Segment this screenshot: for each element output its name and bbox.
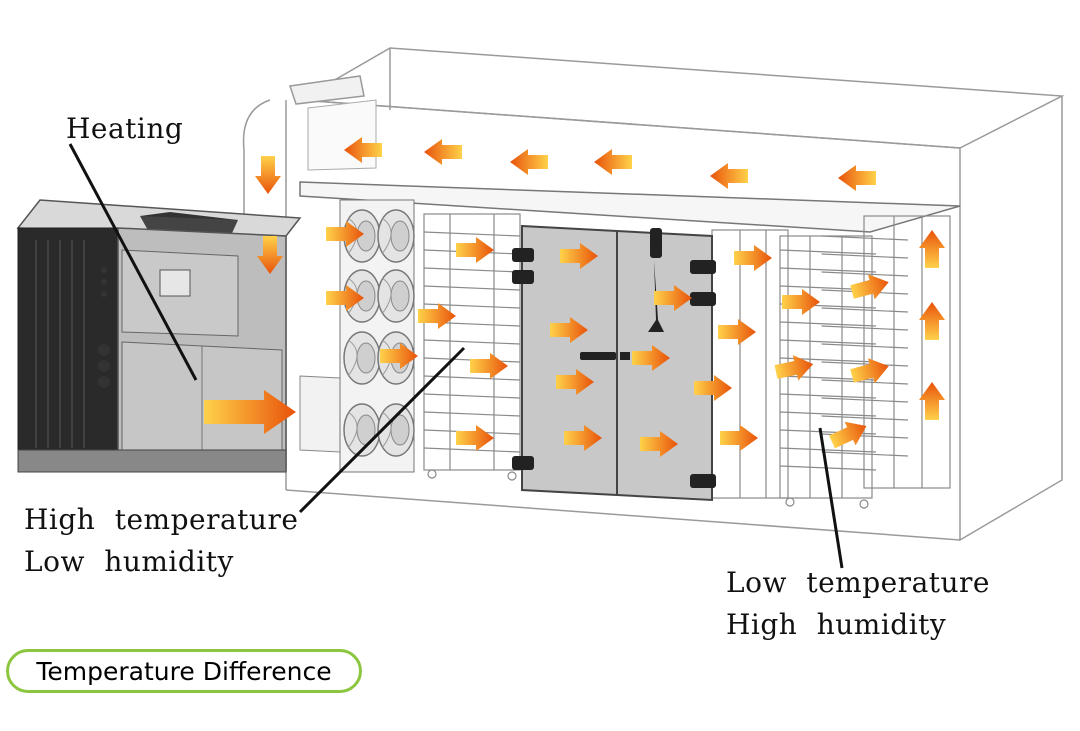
insulated-door [512,224,716,502]
fan-bank [339,199,415,473]
orange-arrow-icon [919,382,945,420]
orange-arrow-icon [838,165,876,191]
orange-arrow-icon [510,149,548,175]
orange-arrow-icon [919,230,945,268]
high-temperature-label: High temperature Low humidity [24,499,298,583]
low-humidity-line: Low humidity [24,545,234,578]
orange-arrow-icon [255,156,281,194]
heat-pump-unit [16,199,302,473]
heating-label: Heating [66,108,183,150]
orange-arrow-icon [710,163,748,189]
orange-arrow-icon [919,302,945,340]
orange-arrow-icon [424,139,462,165]
low-temperature-label: Low temperature High humidity [726,562,990,646]
heating-label-text: Heating [66,112,184,145]
orange-arrow-icon [718,319,756,345]
temperature-difference-badge: Temperature Difference [6,649,362,693]
fan-icon [343,331,381,385]
room-outline [242,47,1065,542]
fan-icon [377,209,415,263]
fan-icon [377,269,415,323]
orange-arrow-icon [720,425,758,451]
leader-lines [68,143,844,569]
high-temperature-line: High temperature [24,503,299,536]
air-outlet [299,375,341,453]
low-temperature-line: Low temperature [726,566,991,599]
high-humidity-line: High humidity [726,608,947,641]
rack-right-3 [821,215,951,489]
orange-arrow-icon [456,237,494,263]
orange-arrow-icon [456,425,494,451]
orange-arrow-icon [470,353,508,379]
orange-arrow-icon [594,149,632,175]
